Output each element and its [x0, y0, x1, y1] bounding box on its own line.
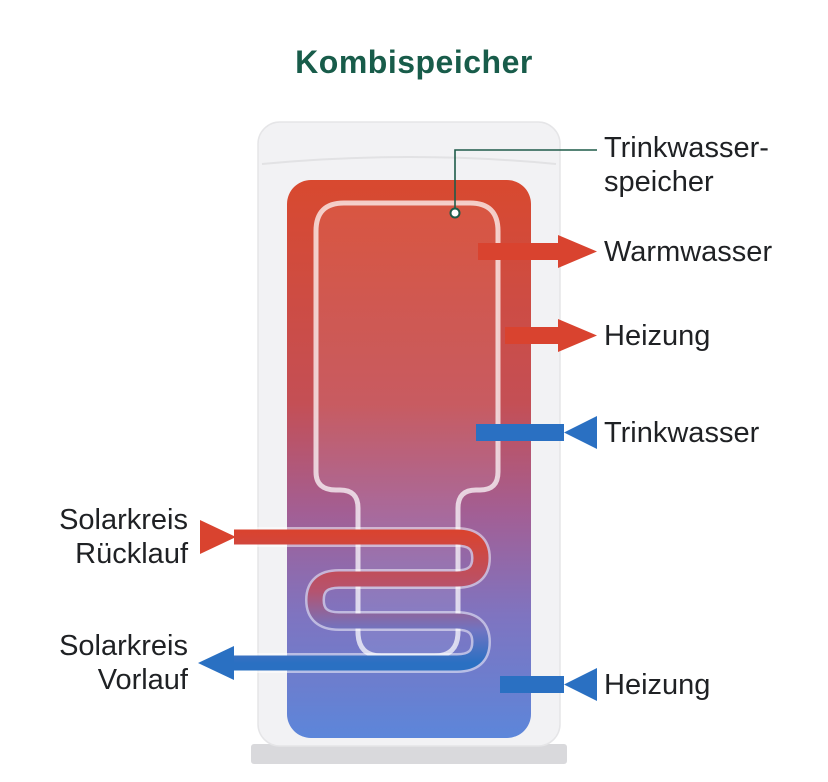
- solar-vorlauf-arrowhead: [198, 646, 234, 680]
- label-trinkwasser: Trinkwasser: [604, 417, 760, 449]
- pointer-dot: [449, 207, 461, 219]
- tank-lid-line: [261, 156, 557, 165]
- pointer-line: [454, 149, 597, 208]
- label-warmwasser: Warmwasser: [604, 236, 773, 268]
- solar-ruecklauf-arrowhead: [200, 520, 236, 554]
- label-heizung-bottom: Heizung: [604, 669, 711, 701]
- tank-base: [251, 744, 567, 764]
- label-solarkreis-ruecklauf: Solarkreis Rücklauf: [59, 504, 188, 570]
- trinkwasser-arrow: [476, 416, 597, 449]
- heizung-top-arrow: [505, 319, 597, 352]
- label-trinkwasserspeicher: Trinkwasser- speicher: [604, 132, 769, 198]
- heizung-bottom-arrow: [500, 668, 597, 701]
- page-title: Kombispeicher: [295, 44, 533, 80]
- tank-gradient-body: [287, 180, 531, 738]
- label-solarkreis-vorlauf: Solarkreis Vorlauf: [59, 630, 188, 696]
- label-heizung-top: Heizung: [604, 320, 711, 352]
- warmwasser-arrow: [478, 235, 597, 268]
- solar-coil: [234, 529, 489, 671]
